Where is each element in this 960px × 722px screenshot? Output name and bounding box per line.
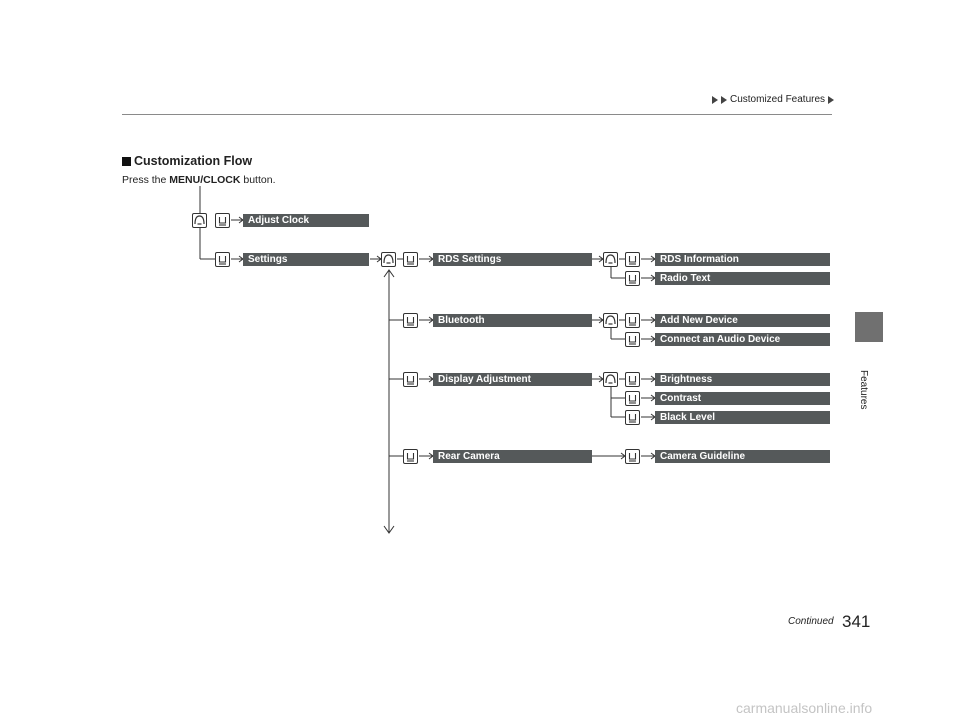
- menu-item-rds-settings[interactable]: RDS Settings: [433, 253, 592, 266]
- menu-item-adjust-clock[interactable]: Adjust Clock: [243, 214, 369, 227]
- menu-item-rds-information[interactable]: RDS Information: [655, 253, 830, 266]
- breadcrumb-text: Customized Features: [730, 94, 826, 105]
- header-rule: [122, 114, 832, 115]
- press-knob-icon: [625, 271, 640, 286]
- press-knob-icon: [625, 372, 640, 387]
- press-knob-icon: [215, 213, 230, 228]
- instruction-button: MENU/CLOCK: [169, 174, 241, 186]
- press-knob-icon: [403, 449, 418, 464]
- menu-item-rear-camera[interactable]: Rear Camera: [433, 450, 592, 463]
- menu-item-camera-guideline[interactable]: Camera Guideline: [655, 450, 830, 463]
- breadcrumb: Customized Features: [712, 94, 835, 105]
- rotate-knob-icon: [603, 252, 618, 267]
- rotate-knob-icon: [603, 313, 618, 328]
- press-knob-icon: [215, 252, 230, 267]
- instruction-prefix: Press the: [122, 174, 167, 186]
- press-knob-icon: [403, 313, 418, 328]
- press-knob-icon: [625, 252, 640, 267]
- instruction: Press the MENU/CLOCK button.: [122, 174, 276, 186]
- arrow-icon: [712, 95, 718, 104]
- menu-item-add-new-device[interactable]: Add New Device: [655, 314, 830, 327]
- menu-item-bluetooth[interactable]: Bluetooth: [433, 314, 592, 327]
- instruction-suffix: button.: [243, 174, 276, 186]
- page-number: 341: [842, 612, 871, 631]
- rotate-knob-icon: [192, 213, 207, 228]
- menu-item-settings[interactable]: Settings: [243, 253, 369, 266]
- press-knob-icon: [403, 372, 418, 387]
- press-knob-icon: [625, 391, 640, 406]
- press-knob-icon: [625, 332, 640, 347]
- side-tab[interactable]: [855, 312, 883, 342]
- section-heading-text: Customization Flow: [134, 154, 253, 168]
- arrow-icon: [828, 95, 835, 104]
- watermark: carmanualsonline.info: [736, 700, 873, 716]
- square-bullet-icon: [122, 156, 131, 166]
- rotate-knob-icon: [381, 252, 396, 267]
- press-knob-icon: [625, 313, 640, 328]
- menu-item-black-level[interactable]: Black Level: [655, 411, 830, 424]
- menu-item-connect-audio-device[interactable]: Connect an Audio Device: [655, 333, 830, 346]
- continued-label: Continued: [788, 616, 834, 627]
- menu-item-radio-text[interactable]: Radio Text: [655, 272, 830, 285]
- arrow-icon: [721, 95, 727, 104]
- press-knob-icon: [625, 410, 640, 425]
- menu-item-contrast[interactable]: Contrast: [655, 392, 830, 405]
- press-knob-icon: [403, 252, 418, 267]
- rotate-knob-icon: [603, 372, 618, 387]
- menu-item-display-adjustment[interactable]: Display Adjustment: [433, 373, 592, 386]
- section-heading: Customization Flow: [122, 154, 252, 168]
- press-knob-icon: [625, 449, 640, 464]
- menu-item-brightness[interactable]: Brightness: [655, 373, 830, 386]
